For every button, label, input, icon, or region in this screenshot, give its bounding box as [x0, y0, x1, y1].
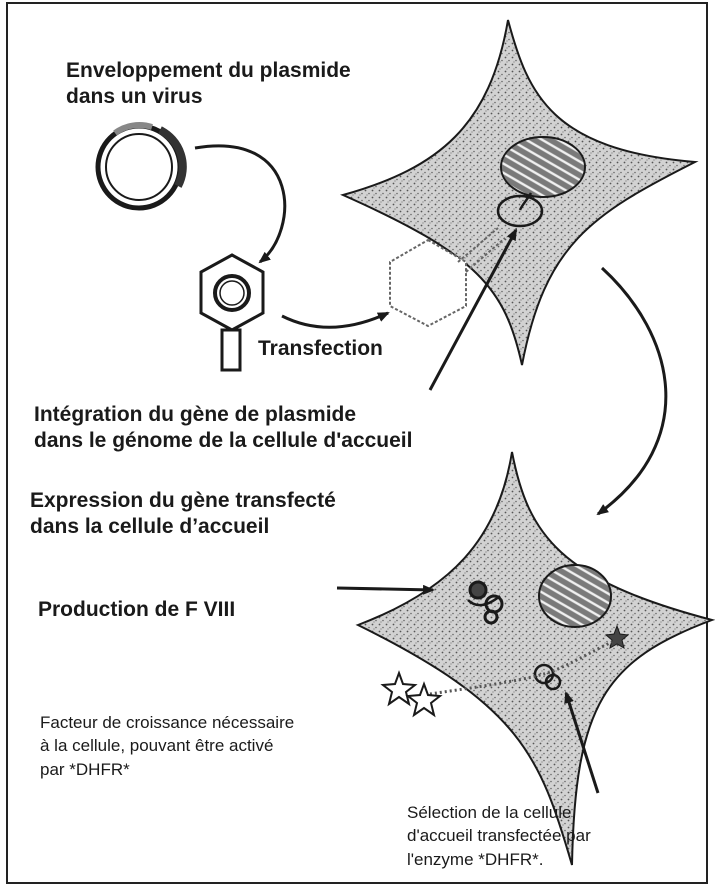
production-arrow [337, 588, 433, 590]
plasmid-icon [98, 125, 183, 208]
host-cell-top [343, 20, 695, 365]
envelope-label: Enveloppement du plasmide dans un virus [66, 58, 351, 111]
transfection-arrow [282, 313, 388, 327]
production-label: Production de F VIII [38, 597, 235, 623]
growth-factor-label: Facteur de croissance nécessaire à la ce… [40, 711, 294, 781]
cell-transition-arrow [598, 268, 666, 514]
expression-label: Expression du gène transfecté dans la ce… [30, 488, 336, 541]
plasmid-to-virus-arrow [195, 146, 285, 262]
virus-icon [201, 255, 263, 370]
integration-label: Intégration du gène de plasmide dans le … [34, 402, 412, 455]
transfection-label: Transfection [258, 336, 383, 362]
selection-label: Sélection de la cellule d'accueil transf… [407, 801, 591, 871]
